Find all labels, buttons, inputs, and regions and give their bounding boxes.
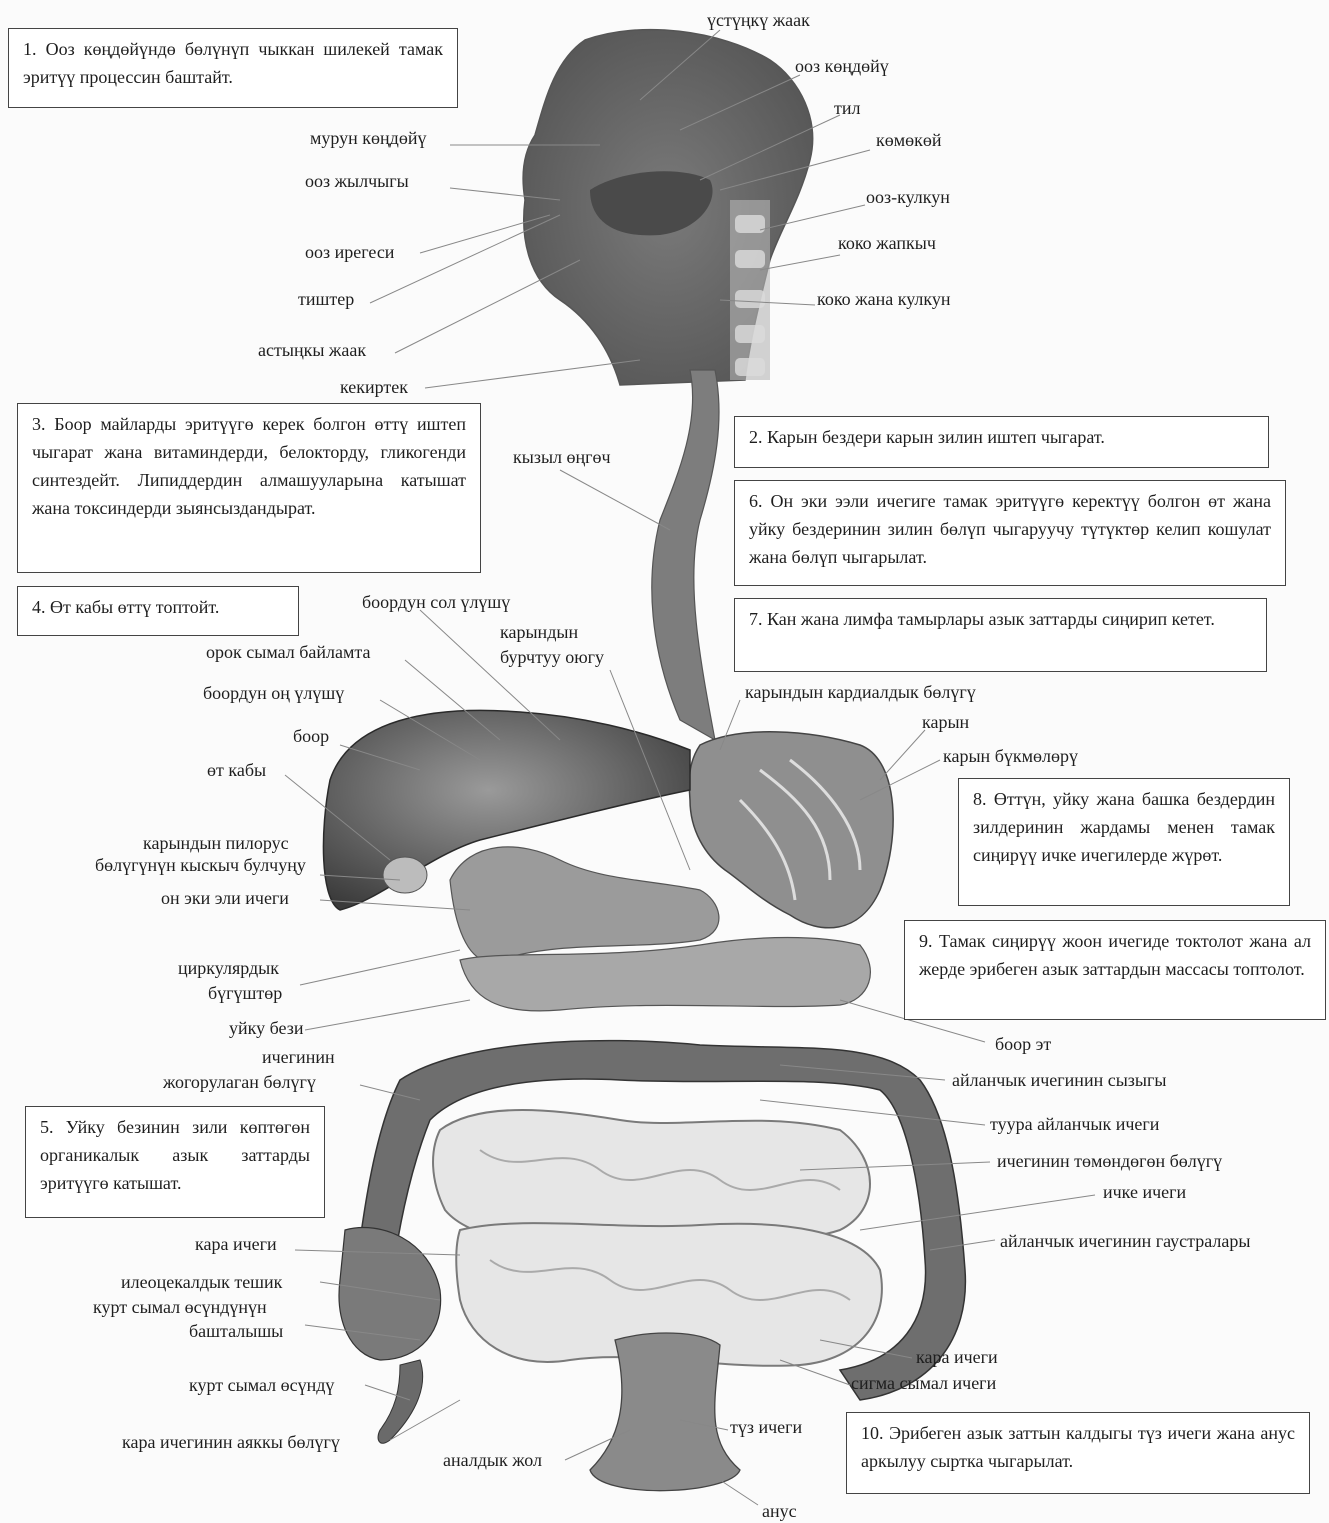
label-mouth-slit: ооз жылчыгы [305, 171, 409, 191]
label-caecum: кара ичеги [195, 1234, 277, 1254]
label-small-intestine: ичке ичеги [1103, 1182, 1186, 1202]
label-stomach-angle-1: карындын [500, 622, 578, 642]
label-gallbladder: өт кабы [207, 760, 266, 780]
esophagus-tube [652, 370, 719, 740]
label-larynx-pharynx: коко жана кулкун [817, 289, 951, 309]
label-nasal-cavity: мурун көңдөйү [310, 128, 426, 148]
label-sigmoid: сигма сымал ичеги [851, 1373, 996, 1393]
label-appendix-start-2: башталышы [189, 1321, 283, 1341]
label-anus: анус [762, 1501, 797, 1521]
label-liver-left-lobe: боордун сол үлүшү [362, 592, 510, 612]
label-appendix-start-1: курт сымал өсүндүнүн [93, 1297, 267, 1317]
info-box-10: 10. Эрибеген азык заттын калдыгы түз иче… [846, 1412, 1310, 1494]
label-liver-tissue: боор эт [995, 1034, 1051, 1054]
info-box-9: 9. Тамак сиңирүү жоон ичегиде токтолот ж… [904, 920, 1326, 1020]
label-pylorus-1: карындын пилорус [143, 833, 289, 853]
caecum-shape [339, 1228, 441, 1361]
small-intestine-loops [433, 1110, 882, 1366]
gallbladder-shape [383, 857, 427, 893]
label-teeth: тиштер [298, 289, 354, 309]
label-oropharynx: ооз-кулкун [866, 187, 950, 207]
label-trachea: кекиртек [340, 377, 408, 397]
label-pancreas: уйку бези [229, 1018, 304, 1038]
label-colon-right: кара ичеги [916, 1347, 998, 1367]
label-ascending-colon-1: ичегинин [262, 1047, 335, 1067]
label-stomach: карын [922, 712, 969, 732]
info-box-8: 8. Өттүн, уйку жана башка бездердин зилд… [958, 778, 1290, 906]
label-colon-line: айланчык ичегинин сызыгы [952, 1070, 1166, 1090]
label-cardiac-part: карындын кардиалдык бөлүгү [745, 682, 976, 702]
label-transverse-colon: туура айланчык ичеги [990, 1114, 1159, 1134]
label-ileocecal: илеоцекалдык тешик [121, 1272, 282, 1292]
info-box-3: 3. Боор майларды эритүүгө керек болгон ө… [17, 403, 481, 573]
label-appendix: курт сымал өсүндү [189, 1375, 334, 1395]
info-box-7: 7. Кан жана лимфа тамырлары азык заттард… [734, 598, 1267, 672]
label-rectum: түз ичеги [730, 1417, 802, 1437]
label-lips: ооз ирегеси [305, 242, 394, 262]
label-ascending-colon-2: жогорулаган бөлүгү [163, 1072, 316, 1092]
info-box-6: 6. Он эки ээли ичегиге тамак эритүүгө ке… [734, 480, 1286, 586]
appendix-shape [378, 1360, 423, 1443]
label-liver: боор [293, 726, 329, 746]
label-caecum-end: кара ичегинин аяккы бөлүгү [122, 1432, 340, 1452]
label-pharynx: көмөкөй [876, 130, 942, 150]
duodenum-shape [450, 847, 719, 962]
label-esophagus: кызыл өңгөч [513, 447, 611, 467]
label-falciform-ligament: орок сымал байламта [206, 642, 370, 662]
label-duodenum: он эки эли ичеги [161, 888, 289, 908]
info-box-4: 4. Өт кабы өттү топтойт. [17, 586, 299, 636]
label-circular-folds-2: бүгүштөр [208, 983, 282, 1003]
label-stomach-angle-2: бурчтуу оюгу [500, 647, 604, 667]
label-tongue: тил [834, 98, 860, 118]
label-circular-folds-1: циркулярдык [178, 958, 279, 978]
label-haustra: айланчык ичегинин гаустралары [1000, 1231, 1250, 1251]
label-liver-right-lobe: боордун оң үлүшү [203, 683, 344, 703]
label-descending-colon: ичегинин төмөндөгөн бөлүгү [997, 1151, 1222, 1171]
label-stomach-folds: карын бүкмөлөрү [943, 746, 1078, 766]
label-epiglottis: коко жапкыч [838, 233, 936, 253]
info-box-5: 5. Уйку безинин зили көптөгөн органикалы… [25, 1106, 325, 1218]
label-pylorus-2: бөлүгүнүн кыскыч булчуңу [95, 855, 306, 875]
label-upper-jaw: үстүңкү жаак [707, 10, 810, 30]
label-anal-canal: аналдык жол [443, 1450, 542, 1470]
info-box-2: 2. Карын бездери карын зилин иштеп чыгар… [734, 416, 1269, 468]
label-mouth-cavity: ооз көңдөйү [795, 56, 889, 76]
info-box-1: 1. Ооз көңдөйүндө бөлүнүп чыккан шилекей… [8, 28, 458, 108]
label-lower-jaw: астыңкы жаак [258, 340, 366, 360]
